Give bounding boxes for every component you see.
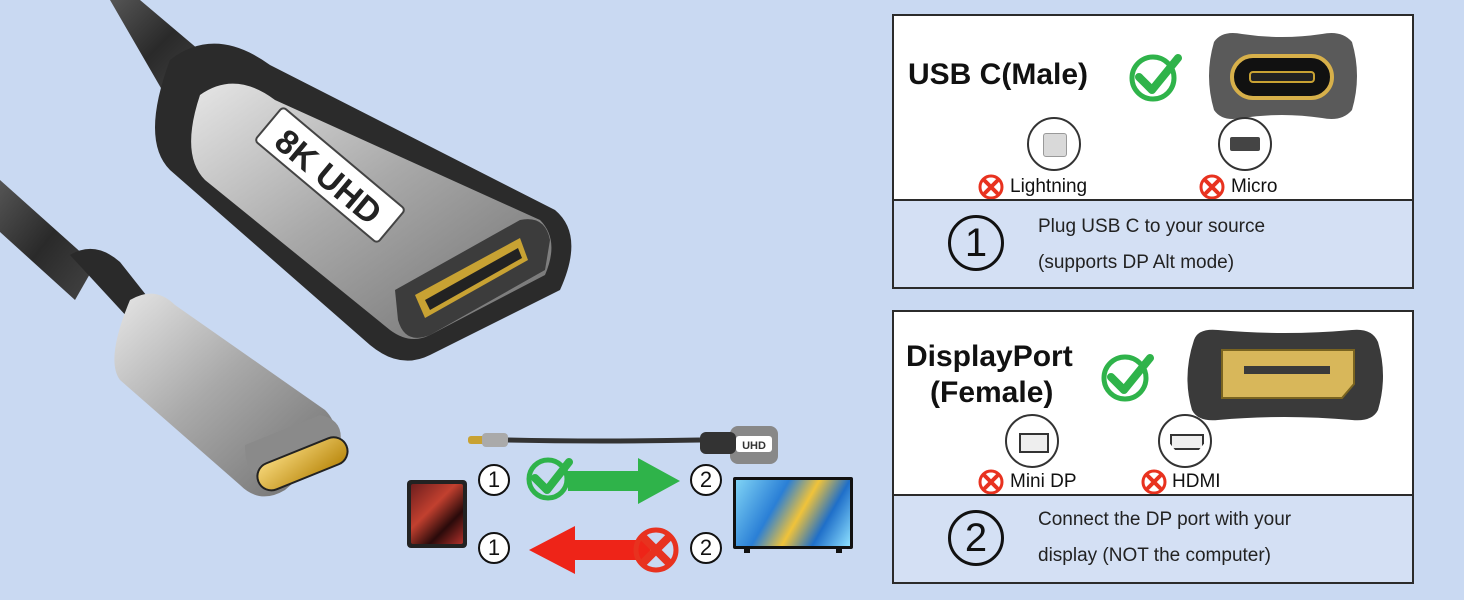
reverse-arrow <box>529 526 650 574</box>
tablet-device-icon <box>407 480 467 548</box>
step-1-number: 1 <box>948 215 1004 271</box>
direction-diagram-cable: UHD <box>468 426 778 464</box>
displayport-female-port-icon <box>1187 329 1383 421</box>
usb-c-male-plug <box>70 248 349 497</box>
displayport-step-section: 2 Connect the DP port with your display … <box>894 494 1412 582</box>
step-1-line2: (supports DP Alt mode) <box>1038 252 1235 273</box>
reverse-source-number: 1 <box>478 532 510 564</box>
mini-dp-label: Mini DP <box>1010 471 1077 492</box>
hdmi-label: HDMI <box>1172 471 1221 492</box>
hdmi-cross-icon <box>1141 469 1167 495</box>
micro-cross-icon <box>1199 174 1225 200</box>
displayport-panel: DisplayPort (Female) Mini DP HDMI 2 Conn… <box>892 310 1414 584</box>
svg-text:UHD: UHD <box>742 440 766 452</box>
usb-c-step-section: 1 Plug USB C to your source (supports DP… <box>894 199 1412 287</box>
usb-c-title: USB C(Male) <box>908 58 1089 91</box>
mini-dp-cross-icon <box>978 469 1004 495</box>
lightning-label: Lightning <box>1010 176 1088 197</box>
hdmi-port-icon <box>1158 414 1212 468</box>
displayport-subtitle: (Female) <box>930 376 1054 409</box>
dp-female-housing: 8K UHD <box>155 43 572 361</box>
step-2-line2: display (NOT the computer) <box>1038 545 1272 566</box>
step-2-number: 2 <box>948 510 1004 566</box>
forward-display-number: 2 <box>690 464 722 496</box>
forward-source-number: 1 <box>478 464 510 496</box>
micro-label: Micro <box>1231 176 1278 197</box>
reverse-cross-icon <box>633 527 679 573</box>
lightning-cross-icon <box>978 174 1004 200</box>
micro-usb-port-icon <box>1218 117 1272 171</box>
cable-braid-bottom <box>0 180 95 300</box>
forward-check-icon <box>526 457 573 501</box>
usb-c-check-icon <box>1129 54 1182 102</box>
step-1-line1: Plug USB C to your source <box>1038 216 1266 237</box>
cable-illustration: 8K UHD <box>0 0 572 497</box>
mini-dp-port-icon <box>1005 414 1059 468</box>
usb-c-port-icon <box>1209 33 1357 119</box>
displayport-check-icon <box>1101 354 1154 402</box>
displayport-title: DisplayPort <box>906 340 1073 373</box>
tv-display-icon <box>733 477 853 549</box>
usb-c-source-panel: USB C(Male) Lightning Micro 1 Plug USB C… <box>892 14 1414 289</box>
lightning-port-icon <box>1027 117 1081 171</box>
step-2-line1: Connect the DP port with your <box>1038 509 1292 530</box>
forward-arrow <box>568 458 680 504</box>
reverse-display-number: 2 <box>690 532 722 564</box>
